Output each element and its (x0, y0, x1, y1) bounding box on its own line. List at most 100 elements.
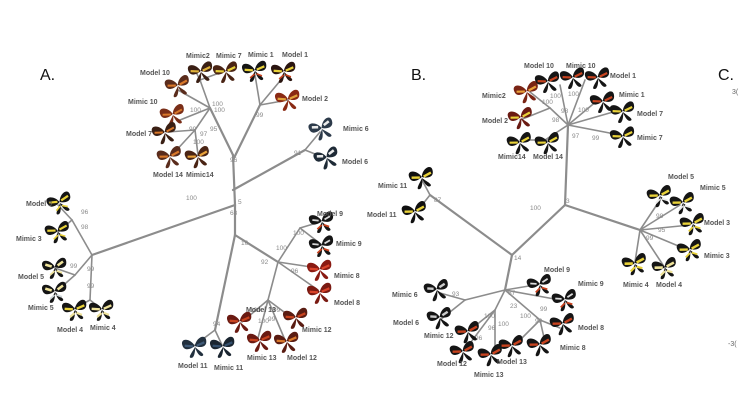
tree-a-butterflies (41, 60, 342, 360)
butterfly-icon (270, 61, 298, 85)
taxon-label: Model 13 (246, 307, 276, 314)
butterfly-icon (61, 299, 89, 323)
bootstrap-value: 98 (81, 224, 89, 231)
taxon-label: Mimic2 (482, 93, 506, 100)
butterfly-icon (650, 256, 680, 281)
butterfly-icon (274, 89, 302, 113)
taxon-label: Model 8 (334, 300, 360, 307)
butterfly-icon (41, 281, 69, 305)
taxon-label: Mimic 6 (392, 292, 418, 299)
taxon-label: Mimic 11 (214, 365, 243, 372)
taxon-label: Model 7 (126, 131, 152, 138)
butterfly-icon (506, 106, 536, 131)
butterfly-icon (422, 278, 452, 303)
bootstrap-value: 100 (186, 195, 197, 202)
bootstrap-value: 95 (658, 227, 666, 234)
butterfly-icon (282, 307, 310, 331)
bootstrap-value: 93 (452, 291, 460, 298)
butterfly-icon (525, 333, 555, 358)
taxon-label: Mimic2 (186, 53, 210, 60)
butterfly-icon (559, 66, 588, 91)
bootstrap-value: 94 (213, 321, 221, 328)
taxon-label: Model 1 (282, 52, 308, 59)
taxon-label: Mimic 13 (474, 372, 504, 379)
taxon-label: Model 2 (482, 118, 508, 125)
butterfly-icon (308, 210, 337, 235)
taxon-label: Model 1 (610, 73, 636, 80)
bootstrap-value: 100 (276, 245, 287, 252)
bootstrap-value: 99 (87, 283, 95, 290)
taxon-label: Mimic 3 (704, 253, 730, 260)
butterfly-icon (425, 306, 455, 331)
taxon-label: Mimic 4 (623, 282, 649, 289)
bootstrap-value: 16 (241, 240, 249, 247)
axis-fragment-bottom: -3( (728, 341, 737, 348)
taxon-label: Model 4 (57, 327, 83, 334)
taxon-label: Model 8 (578, 325, 604, 332)
bootstrap-value: 99 (87, 266, 95, 273)
taxon-label: Mimic 13 (247, 355, 277, 362)
butterfly-icon (181, 336, 209, 360)
butterfly-icon (306, 282, 334, 306)
taxon-label: Model 12 (287, 355, 317, 362)
butterfly-icon (407, 166, 437, 191)
taxon-label: Model 10 (140, 70, 170, 77)
bootstrap-value: 99 (540, 306, 548, 313)
bootstrap-value: 95 (210, 126, 218, 133)
bootstrap-value: 99 (535, 318, 543, 325)
bootstrap-value: 99 (646, 235, 654, 242)
butterfly-icon (476, 343, 506, 368)
bootstrap-value: 96 (488, 325, 496, 332)
butterfly-icon (505, 131, 535, 156)
bootstrap-value: 99 (70, 263, 78, 270)
taxon-label: Mimic 3 (16, 236, 42, 243)
bootstrap-value: 100 (568, 91, 579, 98)
butterfly-icon (209, 336, 237, 360)
bootstrap-value: 100 (214, 107, 225, 114)
butterfly-icon (453, 320, 483, 345)
taxon-label: Mimic 8 (334, 273, 360, 280)
butterfly-icon (497, 334, 527, 359)
taxon-label: Model 4 (656, 282, 682, 289)
bootstrap-value: 99 (189, 126, 197, 133)
bootstrap-value: 100 (498, 321, 509, 328)
bootstrap-value: 14 (514, 255, 522, 262)
butterfly-icon (163, 74, 193, 99)
bootstrap-value: 99 (256, 112, 264, 119)
taxon-label: Model 11 (178, 363, 208, 370)
butterfly-icon (548, 312, 578, 337)
panel-label-a: A. (40, 67, 55, 84)
butterfly-icon (183, 145, 213, 170)
bootstrap-value: 100 (550, 93, 561, 100)
tree-a-bootstrap-values: 100 100 95 99 100 100 97 99 96 91 5 68 1… (70, 101, 304, 328)
bootstrap-value: 91 (294, 150, 302, 157)
butterfly-icon (312, 145, 342, 172)
taxon-label: Mimic 5 (28, 305, 54, 312)
tree-a: 100 100 95 99 100 100 97 99 96 91 5 68 1… (16, 52, 369, 372)
butterfly-icon (620, 252, 650, 277)
bootstrap-value: 100 (520, 313, 531, 320)
taxon-label: Mimic 10 (128, 99, 158, 106)
taxon-label: Mimic 12 (424, 333, 454, 340)
bootstrap-value: 87 (434, 197, 442, 204)
taxon-label: Mimic 8 (560, 345, 586, 352)
bootstrap-value: 92 (261, 259, 269, 266)
tree-b-bootstrap-values: 87 100 3 14 100 100 98 100 98 100 97 99 … (434, 91, 666, 342)
bootstrap-value: 99 (273, 307, 281, 314)
butterfly-icon (45, 190, 75, 217)
butterfly-icon (533, 131, 563, 156)
bootstrap-value: 99 (268, 316, 276, 323)
taxon-label: Model 5 (18, 274, 44, 281)
taxon-label: Model 12 (437, 361, 467, 368)
taxon-label: Model 10 (524, 63, 554, 70)
bootstrap-value: 100 (293, 230, 304, 237)
butterfly-icon (645, 184, 675, 209)
bootstrap-value: 100 (484, 313, 495, 320)
axis-fragment-top: 3( (732, 89, 739, 96)
bootstrap-value: 100 (578, 107, 589, 114)
butterfly-icon (187, 60, 216, 85)
butterfly-icon (400, 200, 430, 225)
bootstrap-value: 23 (510, 303, 518, 310)
butterfly-icon (246, 330, 274, 354)
taxon-label: Mimic 7 (216, 53, 242, 60)
